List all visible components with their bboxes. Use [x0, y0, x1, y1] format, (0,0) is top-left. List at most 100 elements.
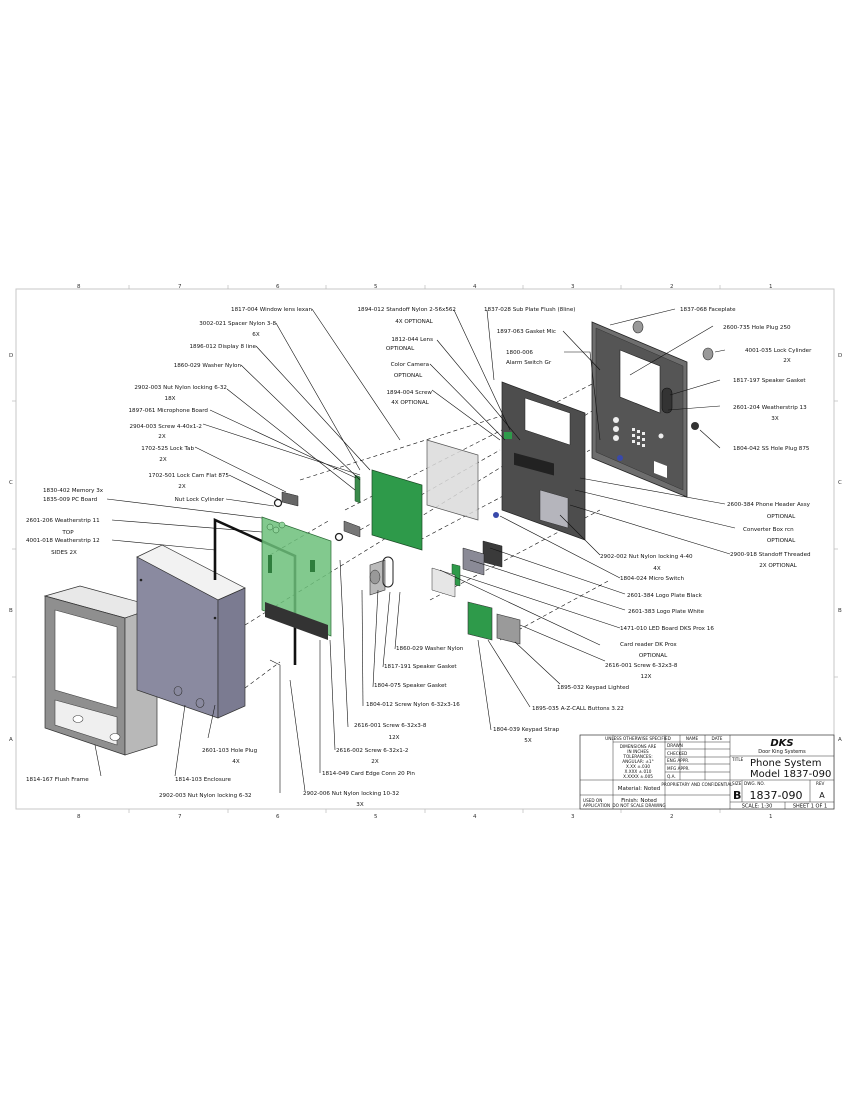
callout-label: 4X [232, 759, 240, 765]
callout-labels: 1817-004 Window lens lexan 3002-021 Spac… [26, 307, 812, 808]
zone-label: C [9, 480, 13, 486]
zone-label: 1 [769, 284, 773, 290]
callout-label: 1897-061 Microphone Board [129, 408, 209, 414]
application-label: APPLICATION [583, 803, 610, 808]
callout-label: 1817-004 Window lens lexan [231, 307, 312, 313]
company-name: Door King Systems [758, 749, 806, 755]
callout-label: OPTIONAL [394, 373, 423, 379]
rev-label: REV [816, 781, 825, 786]
callout-label: 1895-035 A-Z-CALL Buttons 3.22 [532, 706, 624, 712]
callout-label: 1804-024 Micro Switch [620, 576, 684, 582]
zone-label: 1 [769, 814, 773, 820]
callout-label: 1837-068 Faceplate [680, 307, 736, 313]
callout-label: 1897-063 Gasket Mic [497, 329, 556, 335]
callout-label: 2902-003 Nut Nylon locking 6-32 [134, 385, 227, 391]
callout-label: 2601-383 Logo Plate White [628, 609, 704, 615]
zone-label: 3 [571, 284, 575, 290]
zone-label: 4 [473, 814, 477, 820]
callout-label: 3X [771, 416, 779, 422]
callout-label: 2600-735 Hole Plug 250 [723, 325, 791, 331]
tolerance-line: DIMENSIONS ARE [620, 744, 657, 749]
callout-label: SIDES 2X [51, 550, 77, 556]
card-reader-illustration [431, 512, 503, 598]
callout-label: 1817-191 Speaker Gasket [384, 664, 457, 670]
sheet-number: SHEET 1 OF 1 [793, 804, 827, 810]
zone-label: 6 [276, 814, 280, 820]
date-column-header: DATE [712, 736, 723, 741]
zone-label: 4 [473, 284, 477, 290]
approval-row: DRAWN [667, 743, 683, 748]
main-pc-board-illustration [261, 516, 332, 640]
material-note: Material: Noted [618, 786, 660, 792]
callout-label: 2601-206 Weatherstrip 11 [26, 518, 100, 524]
sheet-size: B [733, 789, 741, 802]
zone-label: B [9, 608, 13, 614]
zone-label: 3 [571, 814, 575, 820]
title-label: TITLE [731, 757, 744, 762]
window-lens-illustration [426, 439, 479, 521]
drawing-number: 1837-090 [750, 789, 803, 802]
callout-label: 1895-032 Keypad Lighted [557, 685, 630, 691]
drawing-border [12, 285, 838, 813]
enclosure-illustration [136, 544, 246, 719]
callout-label: 5X [524, 738, 532, 744]
callout-label: 18X [165, 396, 176, 402]
zone-label: 6 [276, 284, 280, 290]
callout-label: OPTIONAL [767, 538, 796, 544]
title-block: UNLESS OTHERWISE SPECIFIED DIMENSIONS AR… [579, 734, 835, 810]
callout-label: 1860-029 Washer Nylon [174, 363, 242, 369]
callout-label: 4X [653, 566, 661, 572]
finish-note: Finish: Noted [621, 798, 657, 804]
do-not-scale-note: DO NOT SCALE DRAWING [612, 803, 665, 808]
callout-label: 4001-018 Weatherstrip 12 [26, 538, 100, 544]
keypad-illustration [467, 601, 521, 645]
callout-label: Color Camera [391, 362, 429, 368]
callout-label: 2600-384 Phone Header Assy [727, 502, 811, 508]
tolerance-line: IN INCHES [627, 749, 649, 754]
callout-label: 2X [178, 484, 186, 490]
callout-label: 3X [356, 802, 364, 808]
callout-label: 2601-384 Logo Plate Black [627, 593, 703, 599]
callout-label: Alarm Switch Gr [506, 360, 552, 366]
callout-label: 1814-167 Flush Frame [26, 777, 89, 783]
dwg-no-label: DWG. NO. [744, 781, 765, 786]
zone-label: 2 [670, 814, 674, 820]
callout-leader-lines [94, 308, 736, 793]
faceplate-illustration [591, 321, 688, 498]
zone-label: 7 [178, 284, 182, 290]
callout-label: TOP [61, 530, 74, 536]
drawing-title-line1: Phone System [750, 758, 821, 769]
callout-label: OPTIONAL [639, 653, 668, 659]
tolerance-line: X.XXXX ±.005 [623, 774, 653, 779]
approval-row: ENG APPR. [667, 758, 689, 763]
callout-label: 4X OPTIONAL [395, 319, 433, 325]
callout-label: 1894-012 Standoff Nylon 2-56x562 [357, 307, 456, 313]
approval-row: CHECKED [667, 751, 687, 756]
callout-label: 1804-075 Speaker Gasket [374, 683, 447, 689]
callout-label: 2601-103 Hole Plug [202, 748, 258, 754]
tolerance-line: ANGULAR: ±1° [622, 759, 653, 764]
used-on-label: USED ON [583, 798, 602, 803]
callout-label: 1812-044 Lens [391, 337, 433, 343]
zone-label: 5 [374, 814, 378, 820]
approval-row: Q.A. [667, 774, 676, 779]
callout-label: OPTIONAL [386, 346, 415, 352]
company-logo: DKS [770, 738, 793, 749]
callout-label: 1702-525 Lock Tab [141, 446, 194, 452]
zone-label: D [9, 353, 13, 359]
callout-label: 2616-001 Screw 6-32x3-8 [354, 723, 427, 729]
callout-label: 2902-002 Nut Nylon locking 4-40 [600, 554, 693, 560]
callout-label: Converter Box rcn [743, 527, 794, 533]
zone-label: 8 [77, 814, 81, 820]
callout-label: 1804-042 SS Hole Plug 875 [733, 446, 810, 452]
callout-label: 1804-039 Keypad Strap [493, 727, 560, 733]
lock-cylinder-illustration [632, 320, 714, 430]
callout-label: 2601-204 Weatherstrip 13 [733, 405, 807, 411]
callout-label: 2X OPTIONAL [759, 563, 797, 569]
callout-label: Card reader DK Prox [620, 642, 677, 648]
callout-label: 1835-009 PC Board [43, 497, 98, 503]
callout-label: 2X [371, 759, 379, 765]
callout-label: 1837-028 Sub Plate Flush (8line) [484, 307, 575, 313]
zone-label: A [838, 737, 842, 743]
